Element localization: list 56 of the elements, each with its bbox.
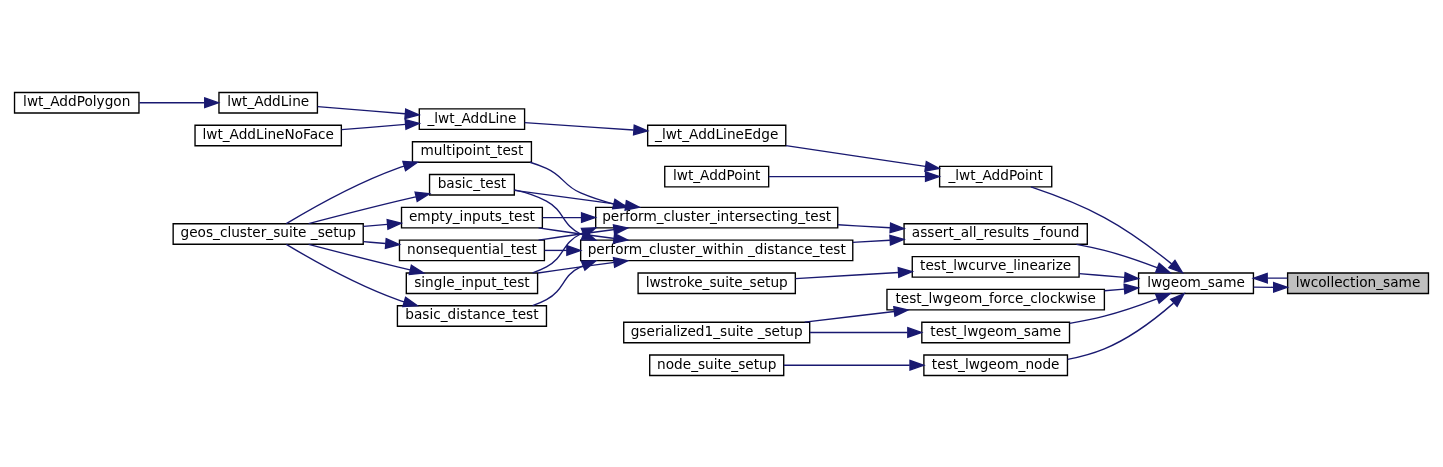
node-box: test_lwgeom_node	[923, 353, 1069, 376]
node-box: _lwt_AddLine	[418, 107, 526, 130]
arrow	[542, 211, 598, 223]
node-box: nonsequential_test	[398, 238, 546, 261]
node-box: lwgeom_same	[1137, 271, 1255, 294]
node-box: assert_all_results _found	[903, 222, 1088, 245]
arrow	[317, 105, 421, 119]
node-box: basic_test	[428, 173, 515, 196]
arrow	[785, 144, 942, 172]
arrow	[1068, 292, 1173, 324]
arrow	[837, 221, 907, 234]
arrow	[543, 244, 583, 256]
arrow	[531, 259, 598, 306]
node-box: perform_cluster_within _distance_test	[579, 238, 854, 261]
node-box: geos_cluster_suite _setup	[172, 222, 364, 245]
node-box: single_input_test	[405, 271, 539, 294]
arrow	[768, 170, 942, 182]
node-box: test_lwgeom_force_clockwise	[886, 288, 1106, 311]
node-box: _lwt_AddLineEdge	[646, 124, 787, 146]
arrow	[1103, 282, 1141, 295]
arrow	[794, 266, 915, 279]
node-box: lwcollection_same	[1286, 271, 1430, 294]
arrow	[804, 305, 910, 323]
arrow	[362, 218, 404, 230]
arrow	[783, 359, 926, 371]
node-box: perform_cluster_intersecting_test	[595, 206, 839, 229]
arrow	[523, 121, 650, 136]
node-box: test_lwcurve_linearize	[911, 255, 1080, 278]
arrow	[1066, 291, 1186, 360]
arrow	[285, 160, 420, 224]
node-box: gserialized1_suite _setup	[623, 321, 811, 343]
node-box: node_suite_setup	[649, 353, 785, 376]
arrow	[340, 118, 422, 130]
node-box: lwt_AddPolygon	[13, 91, 140, 114]
arrow	[307, 243, 426, 275]
arrow	[307, 190, 432, 224]
node-box: basic_distance_test	[396, 304, 548, 327]
node-box: lwt_AddPoint	[664, 165, 770, 187]
node-box: lwstroke_suite_setup	[637, 271, 797, 294]
node-box: test_lwgeom_same	[921, 321, 1071, 343]
node-box: multipoint_test	[411, 140, 533, 163]
arrow	[138, 96, 221, 108]
arrow	[852, 234, 906, 246]
arrow	[1075, 243, 1173, 274]
arrow	[1252, 281, 1290, 293]
arrow	[537, 256, 630, 274]
arrow	[1078, 271, 1141, 283]
arrow	[362, 237, 402, 249]
node-box: lwt_AddLine	[218, 91, 319, 114]
arrow	[1251, 271, 1288, 284]
node-box: _lwt_AddPoint	[938, 165, 1053, 187]
arrow	[809, 326, 924, 338]
arrow	[285, 243, 420, 307]
node-box: empty_inputs_test	[400, 206, 544, 229]
arrow	[1030, 185, 1185, 274]
node-box: lwt_AddLineNoFace	[194, 124, 343, 146]
